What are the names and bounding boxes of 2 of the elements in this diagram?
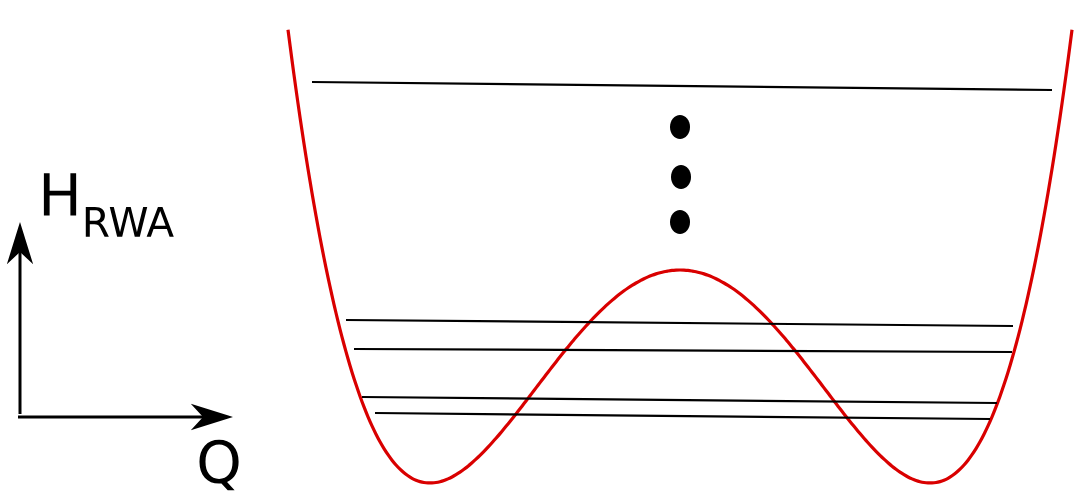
axis-label: Q xyxy=(199,439,239,491)
axis-label: H$_{RWA}$ xyxy=(43,173,174,237)
